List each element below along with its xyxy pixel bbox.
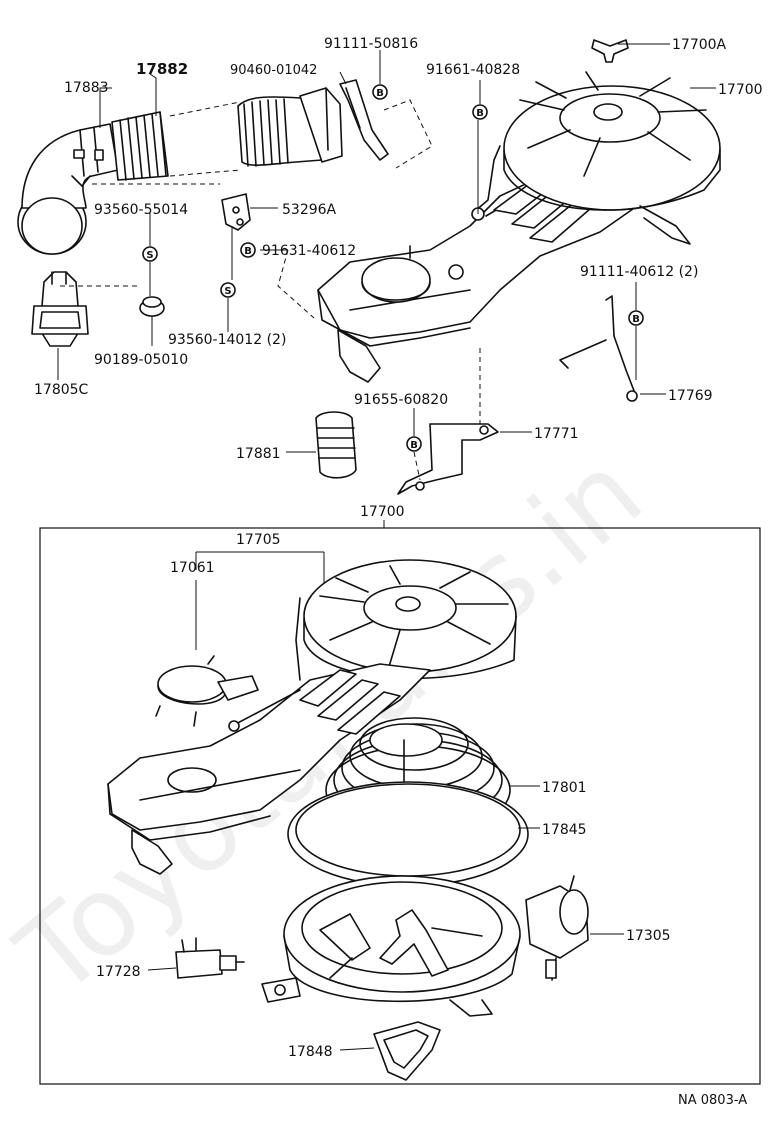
label-17805C: 17805C [34,382,89,398]
label-17728: 17728 [96,964,141,980]
label-17769: 17769 [668,388,713,404]
corrugated-hose-17882 [111,87,343,181]
seal-17848 [373,1021,441,1081]
marker-s-1: S [142,246,158,262]
wing-nut-17700A [591,39,629,63]
clamp-90460 [339,79,433,169]
label-90189-05010: 90189-05010 [94,352,188,368]
stay-17769 [559,295,638,402]
label-90460-01042: 90460-01042 [230,63,317,78]
label-91631-40612: 91631-40612 [262,243,356,259]
label-91111-40612: 91111-40612 (2) [580,264,698,280]
label-91111-50816: 91111-50816 [324,36,418,52]
sensor-17728 [175,937,245,979]
label-17700-top: 17700 [718,82,763,98]
label-17700A: 17700A [672,37,727,53]
marker-b-1: B [372,84,388,100]
vacuum-motor-17061 [155,655,301,732]
label-17061: 17061 [170,560,215,576]
leader-lines-lower [147,785,624,1051]
label-17801: 17801 [542,780,587,796]
svg-text:S: S [146,250,153,261]
valve-17305 [525,875,589,981]
grommet-90189 [139,296,165,317]
hose-17881 [315,411,357,479]
label-17771: 17771 [534,426,579,442]
elbow-hose-17883 [17,123,119,255]
label-17881: 17881 [236,446,281,462]
label-17845: 17845 [542,822,587,838]
label-91655-60820: 91655-60820 [354,392,448,408]
label-17882: 17882 [136,60,188,78]
label-53296A: 53296A [282,202,337,218]
label-91661-40828: 91661-40828 [426,62,520,78]
gasket-17845 [287,781,529,887]
svg-text:B: B [376,88,384,99]
air-cleaner-top [317,71,721,383]
label-17700-box: 17700 [360,504,405,520]
assembly-box [39,527,761,1085]
bracket-53296A [221,193,251,231]
marker-b-3: B [240,242,256,258]
label-17305: 17305 [626,928,671,944]
label-17848: 17848 [288,1044,333,1060]
leader-lines-upper [57,43,716,481]
air-cleaner-cover [107,559,517,875]
mount-17805C [31,271,89,347]
label-17883: 17883 [64,80,109,96]
marker-s-2: S [220,282,236,298]
svg-text:B: B [410,440,418,451]
bracket-17771 [397,423,499,495]
marker-b-2: B [472,104,488,120]
air-cleaner-housing [261,875,521,1017]
svg-text:B: B [476,108,484,119]
svg-text:B: B [244,246,252,257]
label-93560-14012: 93560-14012 (2) [168,332,286,348]
svg-text:B: B [632,314,640,325]
marker-b-5: B [406,436,422,452]
label-17705: 17705 [236,532,281,548]
marker-b-4: B [628,310,644,326]
svg-text:S: S [224,286,231,297]
diagram-code: NA 0803-A [678,1093,747,1108]
label-93560-55014: 93560-55014 [94,202,188,218]
